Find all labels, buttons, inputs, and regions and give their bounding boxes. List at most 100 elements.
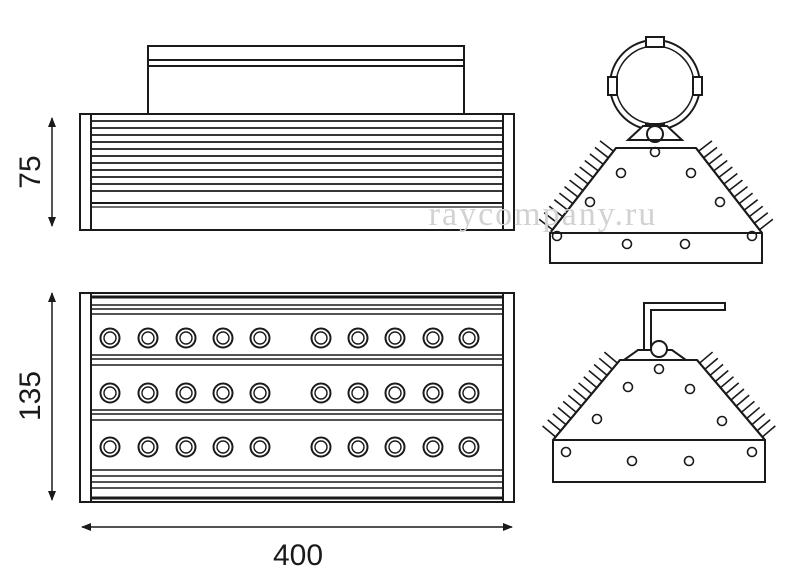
side-view-short bbox=[79, 45, 515, 231]
led-lens-inner bbox=[141, 440, 155, 454]
watermark-text: raycompany.ru bbox=[429, 196, 658, 233]
mounting-hole bbox=[679, 238, 691, 250]
led-lens bbox=[422, 327, 444, 349]
heatsink-fin bbox=[589, 153, 604, 165]
mounting-hole bbox=[649, 146, 661, 158]
heatsink-fin bbox=[756, 419, 771, 432]
dim-label-height-bottom: 135 bbox=[14, 371, 47, 421]
led-lens bbox=[99, 436, 121, 458]
led-lens bbox=[137, 382, 159, 404]
led-lens bbox=[384, 382, 406, 404]
led-lens-inner bbox=[351, 331, 365, 345]
led-lens bbox=[99, 382, 121, 404]
mounting-hole bbox=[685, 167, 697, 179]
led-lens bbox=[384, 436, 406, 458]
mounting-hole bbox=[621, 238, 633, 250]
led-lens-inner bbox=[314, 331, 328, 345]
heatsink-fin bbox=[698, 140, 713, 152]
heatsink-fin bbox=[720, 376, 735, 389]
led-lens bbox=[212, 436, 234, 458]
heatsink-base bbox=[549, 147, 617, 234]
led-lens-inner bbox=[314, 440, 328, 454]
heatsink-fin bbox=[542, 425, 557, 438]
dim-label-width: 400 bbox=[273, 539, 323, 572]
heatsink-fin bbox=[599, 140, 614, 152]
led-lens-inner bbox=[388, 440, 402, 454]
led-lens bbox=[458, 327, 480, 349]
heatsink-fin bbox=[708, 153, 723, 165]
mounting-hole bbox=[746, 230, 758, 242]
mounting-hole bbox=[626, 455, 638, 467]
mounting-hole bbox=[551, 230, 563, 242]
heatsink-fin bbox=[553, 199, 569, 211]
led-lens bbox=[212, 382, 234, 404]
led-lens bbox=[310, 382, 332, 404]
heatsink-fin bbox=[569, 179, 584, 192]
led-lens-inner bbox=[462, 440, 476, 454]
led-lens-inner bbox=[179, 331, 193, 345]
heatsink-fin bbox=[728, 179, 743, 192]
heatsink-base bbox=[696, 359, 766, 441]
mounting-hole bbox=[560, 446, 572, 458]
led-lens bbox=[175, 436, 197, 458]
dim-label-height-top: 75 bbox=[14, 155, 47, 188]
led-lens-inner bbox=[253, 331, 267, 345]
mounting-hole bbox=[622, 381, 634, 393]
led-lens-inner bbox=[388, 386, 402, 400]
heatsink-fin bbox=[579, 166, 594, 179]
led-lens-inner bbox=[314, 386, 328, 400]
led-lens bbox=[249, 436, 271, 458]
led-lens-inner bbox=[462, 386, 476, 400]
front-view-led-panel bbox=[79, 292, 515, 503]
heatsink-fin bbox=[598, 357, 613, 370]
mounting-hole bbox=[653, 363, 665, 375]
heatsink-fin bbox=[583, 376, 598, 389]
heatsink-fin bbox=[735, 394, 750, 407]
heatsink-base bbox=[552, 359, 621, 441]
heatsink-fin bbox=[718, 166, 733, 179]
led-lens-inner bbox=[103, 440, 117, 454]
led-lens-inner bbox=[426, 440, 440, 454]
led-lens-inner bbox=[103, 386, 117, 400]
heatsink-fin bbox=[538, 218, 554, 231]
led-lens bbox=[310, 327, 332, 349]
heatsink-fin bbox=[584, 159, 599, 172]
heatsink-fin bbox=[547, 419, 562, 432]
heatsink-fin bbox=[751, 412, 766, 426]
led-lens-inner bbox=[216, 440, 230, 454]
led-lens-inner bbox=[462, 331, 476, 345]
heatsink-fin bbox=[574, 172, 589, 185]
led-lens bbox=[249, 327, 271, 349]
mounting-hole bbox=[714, 196, 726, 208]
heatsink-fin bbox=[703, 146, 718, 159]
mounting-hole bbox=[746, 446, 758, 458]
led-lens bbox=[384, 327, 406, 349]
mounting-hole bbox=[683, 455, 695, 467]
led-lens bbox=[175, 382, 197, 404]
end-view-with-clamp bbox=[538, 36, 774, 264]
mounting-hole bbox=[716, 415, 728, 427]
led-lens bbox=[175, 327, 197, 349]
heatsink-fin bbox=[723, 172, 738, 185]
led-lens-inner bbox=[351, 386, 365, 400]
led-lens-inner bbox=[351, 440, 365, 454]
led-lens bbox=[458, 382, 480, 404]
led-lens bbox=[422, 436, 444, 458]
led-lens bbox=[422, 382, 444, 404]
mounting-hole bbox=[684, 383, 696, 395]
led-lens-inner bbox=[216, 386, 230, 400]
heatsink-fin bbox=[761, 425, 776, 438]
heatsink-fin bbox=[748, 205, 764, 218]
led-lens bbox=[347, 382, 369, 404]
heatsink-fin bbox=[567, 394, 582, 407]
led-lens-inner bbox=[216, 331, 230, 345]
led-lens bbox=[347, 436, 369, 458]
heatsink-fin bbox=[557, 406, 572, 420]
heatsink-fin bbox=[758, 218, 774, 231]
dimension-lines bbox=[48, 117, 513, 531]
heatsink-fin bbox=[699, 351, 714, 364]
led-lens bbox=[137, 436, 159, 458]
heatsink-fin bbox=[753, 212, 769, 224]
led-lens-inner bbox=[179, 386, 193, 400]
heatsink-fin bbox=[746, 406, 761, 420]
